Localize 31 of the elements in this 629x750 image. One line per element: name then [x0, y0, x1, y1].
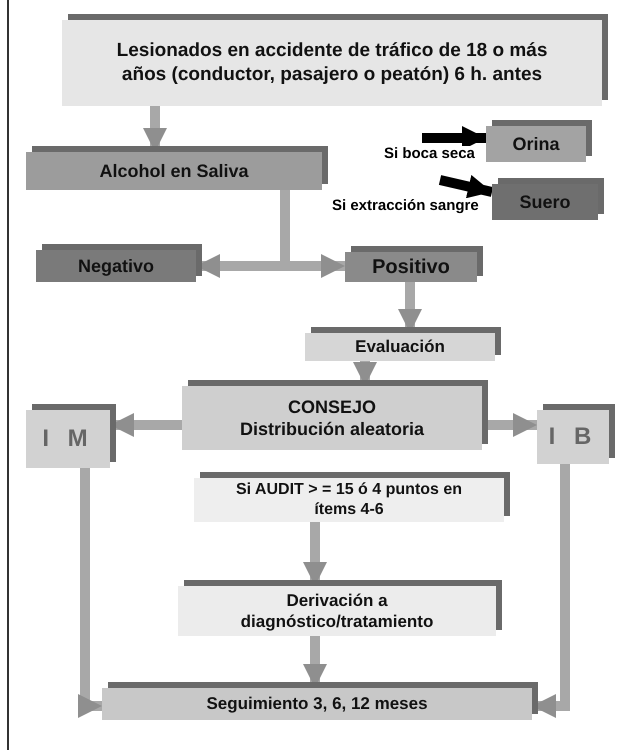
- process-box: [62, 20, 602, 106]
- process-box: [102, 688, 532, 720]
- box-text: Orina: [512, 132, 560, 156]
- box-text: Evaluación: [355, 336, 445, 358]
- box-text: Alcohol en Saliva: [99, 160, 249, 182]
- box-text: Distribución aleatoria: [240, 418, 424, 440]
- process-box: [305, 333, 495, 361]
- box-text: Lesionados en accidente de tráfico de 18 o más años (conductor, pasajero o peatón) 6 h. antes: [116, 39, 548, 87]
- process-box: [537, 410, 609, 464]
- process-box: [36, 250, 196, 282]
- box-text: Negativo: [78, 254, 154, 278]
- edge-label: Si boca seca: [382, 146, 477, 161]
- box-text: Positivo: [372, 254, 450, 280]
- process-box: [26, 410, 110, 468]
- box-text: I B: [548, 422, 598, 452]
- process-box: [492, 184, 598, 220]
- process-box: [178, 586, 496, 636]
- box-text: Suero: [519, 190, 570, 214]
- box-text: Si AUDIT > = 15 ó 4 puntos en ítems 4-6: [234, 480, 464, 520]
- arrow: [78, 468, 102, 718]
- process-box: [26, 152, 322, 190]
- arrow: [438, 174, 494, 198]
- box-text: Derivación a diagnóstico/tratamiento: [240, 590, 434, 632]
- process-box: [194, 478, 504, 522]
- box-text: CONSEJO: [288, 396, 376, 418]
- box-text: Seguimiento 3, 6, 12 meses: [206, 693, 428, 715]
- process-box: [345, 252, 477, 282]
- process-box: [486, 126, 586, 162]
- box-text: I M: [42, 424, 94, 454]
- edge-label: Si extracción sangre: [330, 198, 481, 213]
- process-box: [182, 386, 482, 450]
